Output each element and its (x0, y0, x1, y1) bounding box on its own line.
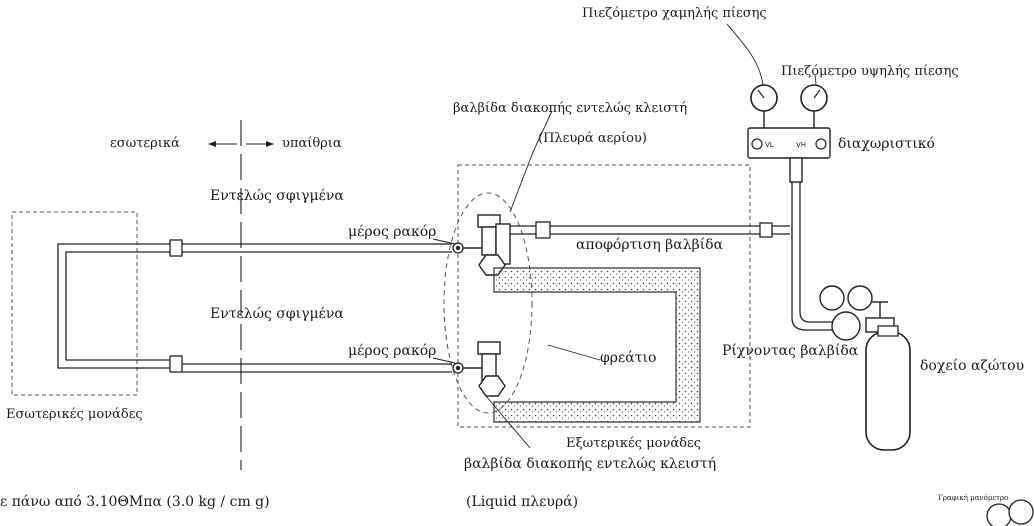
label-throttle-valve: Ρίχνοντας βαλβίδα (722, 343, 859, 359)
label-liquid-side: (Liquid πλευρά) (466, 494, 579, 510)
gauge-leaders (726, 23, 817, 86)
label-outdoor-units: Εξωτερικές μονάδες (566, 436, 701, 451)
outdoor-unit-box (457, 164, 751, 428)
gas-valve (463, 214, 511, 276)
label-indoor-units: Εσωτερικές μονάδες (6, 407, 143, 422)
high-knob-icon (815, 138, 827, 150)
indoor-loop (57, 243, 178, 369)
service-line (510, 225, 790, 235)
label-gas-stop-valve: βαλβίδα διακοπής εντελώς κλειστή (453, 101, 688, 116)
label-nitrogen-tank: δοχείο αζώτου (920, 358, 1025, 374)
label-low-pressure-gauge: Πιεζόμετρο χαμηλής πίεσης (582, 6, 767, 21)
label-gauge-inset: Γραφική μανόμετρο (938, 494, 1009, 502)
label-indoor-direction: εσωτερικά (110, 136, 180, 151)
label-discharge-valve: αποφόρτιση βαλβίδα (576, 237, 724, 253)
pit-insulation (493, 267, 701, 423)
label-flare-top: μέρος ρακόρ (348, 224, 437, 240)
nitrogen-cylinder (865, 331, 911, 451)
low-gauge-needle (757, 89, 765, 99)
label-bottom-note: ε πάνω από 3.10ΘΜπα (3.0 kg / cm g) (0, 494, 270, 510)
label-liquid-stop-valve: βαλβίδα διακοπής εντελώς κλειστή (464, 456, 717, 472)
outdoor-arrowhead (266, 141, 274, 147)
low-gauge-mark: VL (765, 141, 774, 149)
label-high-pressure-gauge: Πιεζόμετρο υψηλής πίεσης (781, 64, 959, 79)
nitrogen-hose (791, 182, 840, 331)
low-knob-icon (751, 138, 763, 150)
label-manifold: διαχωριστικό (838, 136, 935, 152)
label-pit: φρεάτιο (600, 350, 657, 366)
label-outdoor-direction: υπαίθρια (282, 136, 342, 151)
label-gas-side: (Πλευρά αερίου) (538, 131, 647, 146)
manifold-body (747, 108, 831, 183)
gauge-inset (986, 499, 1034, 526)
label-leaders (485, 110, 601, 449)
flare-nuts (452, 242, 464, 374)
high-gauge-mark: VH (796, 141, 806, 149)
indoor-connectors (169, 239, 183, 373)
label-flare-bottom: μέρος ρακόρ (348, 343, 437, 359)
discharge-valve-cap (535, 221, 551, 239)
high-gauge-needle (813, 89, 821, 99)
pressure-regulator (819, 285, 895, 341)
label-fully-tight-bottom: Εντελώς σφιγμένα (210, 306, 344, 322)
liquid-valve (463, 341, 506, 397)
indoor-arrowhead (208, 141, 216, 147)
valve-region-ellipse (443, 192, 533, 414)
hose-coupler (759, 222, 773, 238)
main-pipes (182, 243, 452, 373)
cylinder-neck (877, 325, 899, 337)
label-fully-tight-top: Εντελώς σφιγμένα (210, 188, 344, 204)
flare-leaders (432, 238, 456, 364)
